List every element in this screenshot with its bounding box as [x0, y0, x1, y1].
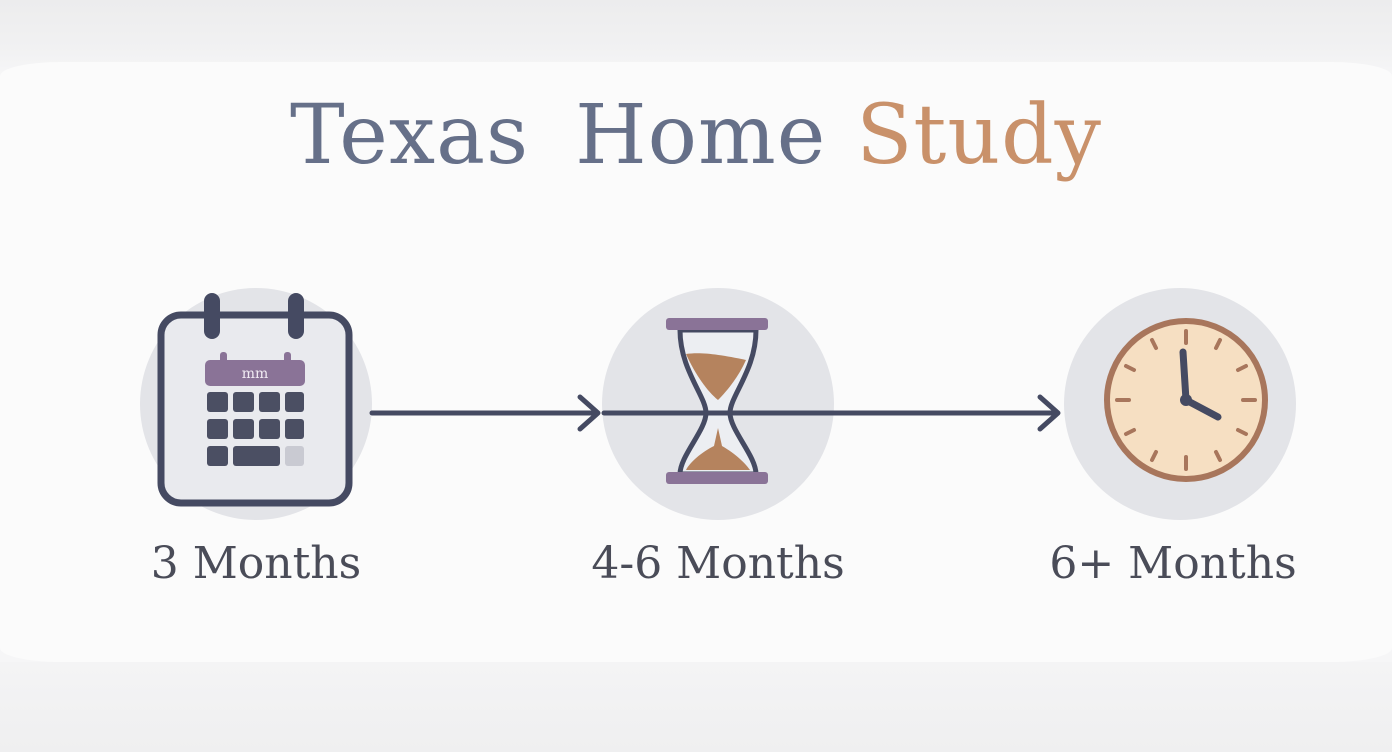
- arrow-1-icon: [369, 394, 601, 432]
- hourglass-icon: [666, 318, 768, 484]
- calendar-header-bar: [205, 360, 305, 386]
- bottom-background-band: [0, 662, 1392, 752]
- arrow-2-icon: [601, 394, 1061, 432]
- calendar-icon: mm: [157, 293, 353, 507]
- hourglass-top-sand: [686, 353, 746, 400]
- calendar-header-text: mm: [242, 366, 269, 382]
- title-word-home: Home: [575, 88, 827, 183]
- clock-icon: [1104, 318, 1268, 482]
- step-3-label: 6+ Months: [1049, 538, 1297, 589]
- title-word-texas: Texas: [289, 88, 530, 183]
- hourglass-bottom-sand: [686, 428, 750, 470]
- clock-tick-marks: [1115, 329, 1257, 471]
- clock-minute-hand: [1179, 348, 1190, 404]
- title-word-study: Study: [856, 88, 1102, 183]
- page-title: Texas Home Study: [0, 88, 1392, 183]
- step-2-label: 4-6 Months: [591, 538, 845, 589]
- step-1-label: 3 Months: [150, 538, 362, 589]
- clock-hour-hand: [1182, 396, 1222, 421]
